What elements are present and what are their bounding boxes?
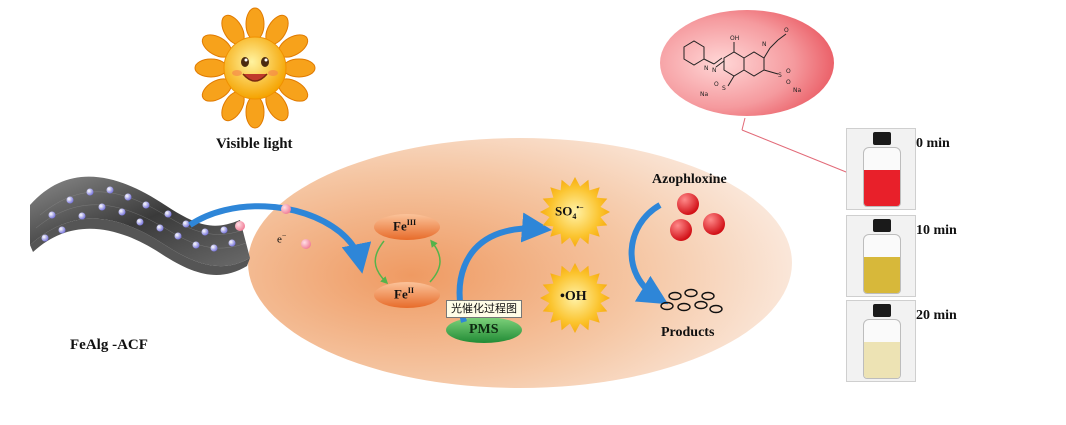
- svg-text:O: O: [714, 81, 719, 88]
- vial-time-label: 10 min: [916, 223, 957, 238]
- molecule-oval: [660, 10, 834, 116]
- oxidation-arrow: [429, 239, 441, 283]
- svg-text:O: O: [786, 68, 791, 75]
- catalyst-label: FeAlg -ACF: [70, 337, 148, 353]
- pollutant-sphere: [703, 213, 725, 235]
- fe3-oval: [374, 214, 440, 240]
- vial-time-label: 0 min: [916, 136, 950, 151]
- vial-time-label: 20 min: [916, 308, 957, 323]
- svg-text:OH: OH: [730, 35, 739, 42]
- sulfate-subscript: 4: [572, 211, 577, 221]
- starburst-shape: [540, 263, 610, 333]
- electron-symbol: e: [277, 233, 282, 246]
- fe2-symbol: Fe: [394, 286, 408, 302]
- starburst-icon: [540, 177, 610, 247]
- degradation-arrow: [628, 202, 669, 305]
- electron-icon: [235, 221, 245, 231]
- svg-text:N: N: [704, 65, 709, 72]
- starburst-shape: [540, 177, 610, 247]
- molecule-structure-icon: [683, 33, 787, 87]
- sun-icon: [194, 7, 316, 129]
- svg-text:S: S: [722, 85, 726, 92]
- svg-text:Na: Na: [793, 87, 801, 94]
- pollutant-sphere: [677, 193, 699, 215]
- svg-text:O: O: [784, 27, 789, 34]
- connector-line: [741, 117, 746, 131]
- electron-transfer-arrow: [188, 203, 372, 274]
- connector-line: [741, 129, 857, 177]
- sulfate-symbol: SO: [555, 203, 573, 219]
- pms-label: PMS: [469, 322, 499, 337]
- reaction-ellipse: [248, 138, 792, 388]
- vial-icon: [846, 215, 916, 297]
- fe2-oxidation-state: II: [407, 286, 414, 295]
- svg-text:O: O: [786, 79, 791, 86]
- electron-icon: [281, 204, 291, 214]
- svg-text:N: N: [762, 41, 767, 48]
- svg-text:Na: Na: [700, 91, 708, 98]
- tooltip: 光催化过程图: [446, 300, 522, 318]
- electron-label: e−: [277, 231, 287, 246]
- fe3-oxidation-state: III: [406, 218, 417, 227]
- fe2-label: FeII: [394, 286, 414, 302]
- fe3-symbol: Fe: [393, 218, 407, 234]
- fe2-oval: [374, 282, 440, 308]
- pollutant-label: Azophloxine: [652, 172, 727, 187]
- activation-arrow: [456, 212, 552, 323]
- sulfate-radical-label: SO4•−: [555, 203, 584, 221]
- svg-text:N: N: [712, 67, 717, 74]
- hydroxyl-radical-label: •OH: [560, 289, 587, 304]
- vial-icon: [846, 128, 916, 210]
- svg-text:S: S: [778, 72, 782, 79]
- catalyst-sheet-icon: [30, 176, 250, 275]
- products-label: Products: [661, 325, 715, 340]
- electron-icon: [301, 239, 311, 249]
- vial-icon: [846, 300, 916, 382]
- visible-light-label: Visible light: [216, 136, 293, 152]
- pms-oval: [446, 317, 522, 343]
- reduction-arrow: [374, 240, 389, 285]
- product-molecules: [660, 288, 723, 314]
- starburst-icon: [540, 263, 610, 333]
- fe3-label: FeIII: [393, 218, 416, 234]
- pollutant-sphere: [670, 219, 692, 241]
